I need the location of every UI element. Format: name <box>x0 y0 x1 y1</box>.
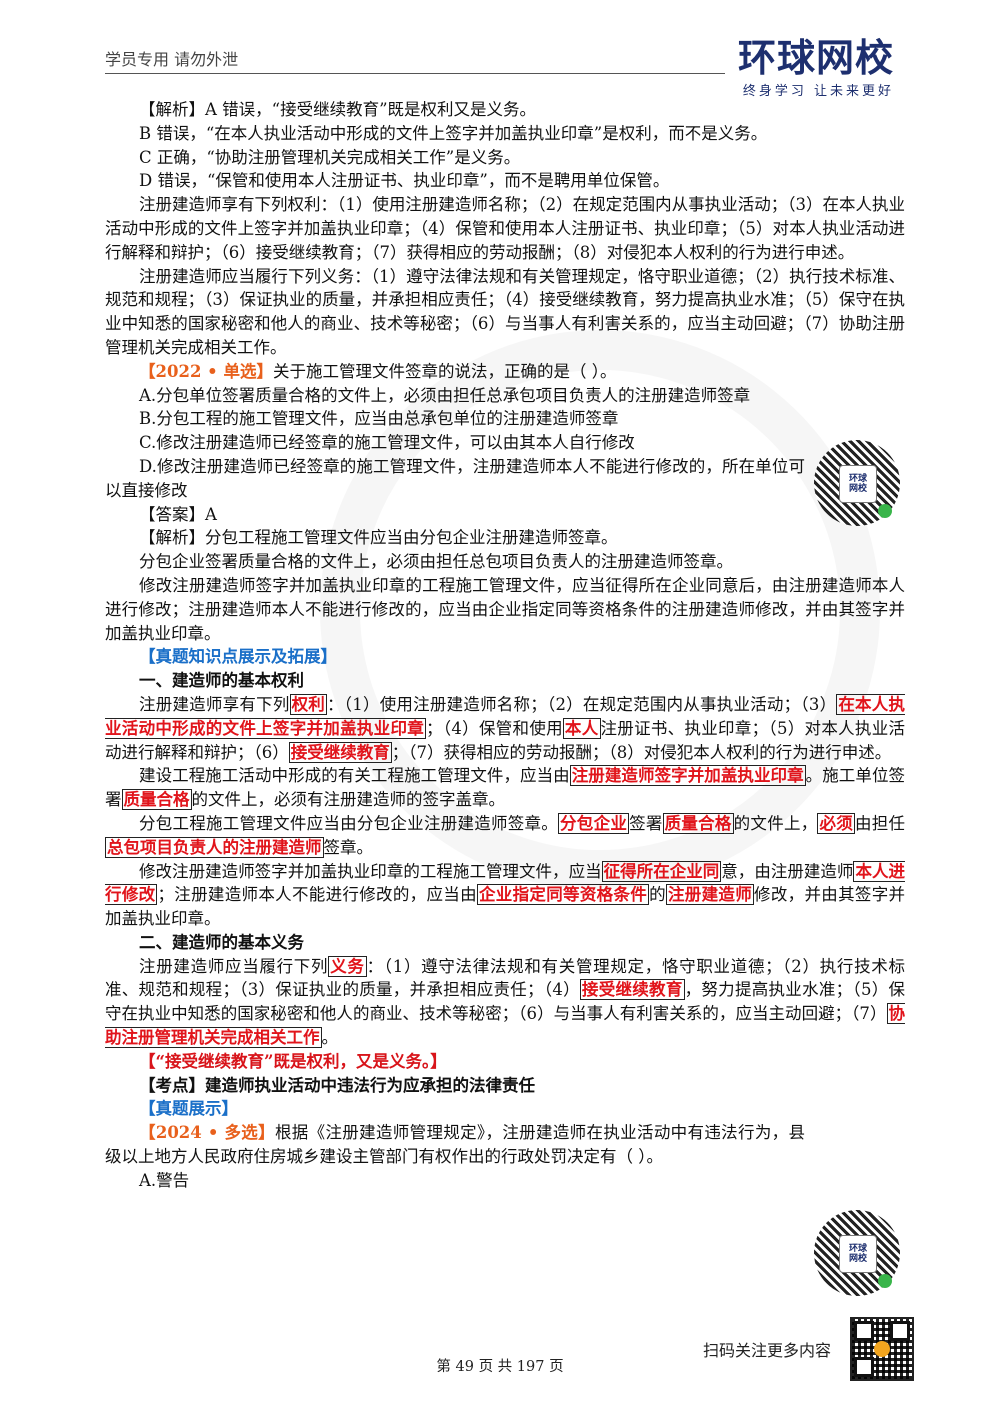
mini-program-qr-code[interactable]: 环球 网校 <box>814 1210 900 1296</box>
paragraph: 【解析】A 错误，“接受继续教育”既是权利又是义务。 <box>139 100 537 119</box>
subcontract-paragraph: 分包工程施工管理文件应当由分包企业注册建造师签章。分包企业签署质量合格的文件上，… <box>105 812 905 860</box>
highlight-box: 权利 <box>289 693 328 715</box>
brand-logo: 环球网校 终身学习 让未来更好 <box>738 38 894 99</box>
text: 的 <box>649 885 666 905</box>
paragraph: B 错误，“在本人执业活动中形成的文件上签字并加盖执业印章”是权利，而不是义务。 <box>139 123 768 143</box>
real-question-heading: 【真题展示】 <box>139 1099 238 1119</box>
paragraph: D 错误，“保管和使用本人注册证书、执业印章”，而不是聘用单位保管。 <box>139 171 670 191</box>
highlight-box: 质量合格 <box>662 812 734 834</box>
paragraph: 注册建造师应当履行下列义务：（1）遵守法律法规和有关管理规定，恪守职业道德；（2… <box>105 266 905 357</box>
text: ；（7）获得相应的劳动报酬；（8）对侵犯本人权利的行为进行申述。 <box>391 742 892 762</box>
page-number: 第 49 页 共 197 页 <box>436 1359 564 1375</box>
text: 签署 <box>629 813 663 833</box>
rights-paragraph: 注册建造师享有下列权利：（1）使用注册建造师名称；（2）在规定范围内从事执业活动… <box>105 693 906 764</box>
text: ：（1）遵守法律法规和有关管理规定，恪守职业道德；（2）执行技术标准、规范和规程… <box>105 956 906 1000</box>
highlight-box: 在本人执业活动中形成的文件上签字并加盖执业印章 <box>105 693 906 739</box>
highlight-box: 总包项目负责人的注册建造师 <box>105 836 324 858</box>
qr-corner <box>890 1321 910 1341</box>
highlight-box: 协助注册管理机关完成相关工作 <box>105 1003 905 1049</box>
paragraph: C 正确，“协助注册管理机关完成相关工作”是义务。 <box>139 147 521 167</box>
scan-prompt: 扫码关注更多内容 <box>703 1341 832 1360</box>
explanation: 分包企业签署质量合格的文件上，必须由担任总包项目负责人的注册建造师签章。 <box>139 552 733 572</box>
highlight-box: 接受继续教育 <box>579 979 685 1001</box>
option-a: A.分包单位签署质量合格的文件上，必须由担任总承包项目负责人的注册建造师签章 <box>139 385 751 405</box>
text: 修改，并由其签字并加盖执业印章。 <box>105 885 906 929</box>
subheading-rights: 一、建造师的基本权利 <box>139 671 304 691</box>
text: ：（1）使用注册建造师名称；（2）在规定范围内从事执业活动；（3） <box>327 694 837 714</box>
qr-badge: 环球 网校 <box>839 1235 877 1273</box>
explanation: 修改注册建造师签字并加盖执业印章的工程施工管理文件，应当征得所在企业同意后，由注… <box>105 575 905 643</box>
qr-logo-icon <box>874 1341 890 1357</box>
key-note: 【“接受继续教育”既是权利，又是义务。】 <box>139 1051 447 1071</box>
qr-corner <box>854 1321 874 1341</box>
option-d: D.修改注册建造师已经签章的施工管理文件，注册建造师本人不能进行修改的，所在单位… <box>105 456 805 500</box>
answer: 【答案】A <box>139 504 217 524</box>
highlight-box: 本人 <box>562 717 601 739</box>
mini-program-qr-code[interactable]: 环球 网校 <box>814 440 900 526</box>
signing-paragraph: 建设工程施工活动中形成的有关工程施工管理文件，应当由注册建造师签字并加盖执业印章… <box>105 764 905 812</box>
question-2022: 【2022 • 单选】关于施工管理文件签章的说法，正确的是（ ）。 <box>105 360 905 384</box>
highlight-box: 分包企业 <box>558 812 630 834</box>
text: 注册建造师应当履行下列 <box>139 956 329 976</box>
highlight-box: 必须 <box>817 812 856 834</box>
question-2024: 【2024 • 多选】根据《注册建造师管理规定》，注册建造师在执业活动中有违法行… <box>105 1121 905 1169</box>
question-tag: 【2024 • 多选】 <box>139 1123 275 1143</box>
text: 签章。 <box>323 837 374 857</box>
text: 修改注册建造师签字并加盖执业印章的工程施工管理文件，应当 <box>139 861 602 881</box>
text: 注册建造师享有下列 <box>139 694 290 714</box>
header-notice: 学员专用 请勿外泄 <box>105 50 239 69</box>
qr-corner <box>854 1357 874 1377</box>
exam-point: 【考点】建造师执业活动中违法行为应承担的法律责任 <box>105 1074 905 1098</box>
highlight-box: 征得所在企业同 <box>601 860 722 882</box>
explanation: 【解析】分包工程施工管理文件应当由分包企业注册建造师签章。 <box>139 528 618 548</box>
highlight-box: 注册建造师签字并加盖执业印章 <box>569 765 806 787</box>
text: 的文件上，必须有注册建造师的签字盖章。 <box>191 790 506 810</box>
option-c: C.修改注册建造师已经签章的施工管理文件，可以由其本人自行修改 <box>139 433 635 453</box>
qr-badge: 环球 网校 <box>839 465 877 503</box>
text: 意，由注册建造师 <box>721 861 854 881</box>
text: 分包工程施工管理文件应当由分包企业注册建造师签章。 <box>139 813 559 833</box>
highlight-box: 接受继续教育 <box>288 741 392 763</box>
text: 【考点】 <box>139 1075 205 1095</box>
mini-program-icon <box>878 504 892 518</box>
text: ；注册建造师本人不能进行修改的，应当由 <box>157 885 477 905</box>
text: 建设工程施工活动中形成的有关工程施工管理文件，应当由 <box>139 766 570 786</box>
section-heading: 【真题知识点展示及拓展】 <box>139 647 337 667</box>
text: 。 <box>321 1028 339 1048</box>
logo-title: 环球网校 <box>738 36 895 80</box>
header-divider <box>105 73 725 74</box>
paragraph: 注册建造师享有下列权利：（1）使用注册建造师名称；（2）在规定范围内从事执业活动… <box>105 195 905 262</box>
text: 由担任 <box>855 813 906 833</box>
text: 。施工单位签署 <box>105 766 906 810</box>
mini-program-icon <box>878 1274 892 1288</box>
modify-paragraph: 修改注册建造师签字并加盖执业印章的工程施工管理文件，应当征得所在企业同意，由注册… <box>105 860 905 931</box>
highlight-box: 企业指定同等资格条件 <box>476 884 650 906</box>
question-stem: 根据《注册建造师管理规定》，注册建造师在执业活动中有违法行为，县级以上地方人民政… <box>105 1123 805 1167</box>
text: ，努力提高执业水准；（5）保守在执业中知悉的国家秘密和他人的商业、技术等秘密；（… <box>105 980 906 1024</box>
highlight-box: 注册建造师 <box>665 884 755 906</box>
highlight-box: 义务 <box>328 955 367 977</box>
logo-slogan: 终身学习 让未来更好 <box>742 84 895 99</box>
text: 建造师执业活动中违法行为应承担的法律责任 <box>205 1075 535 1095</box>
option-b: B.分包工程的施工管理文件，应当由总承包单位的注册建造师签章 <box>139 409 619 429</box>
text: ；（4）保管和使用 <box>426 718 563 738</box>
subheading-duties: 二、建造师的基本义务 <box>139 932 304 952</box>
option-a: A.警告 <box>139 1170 190 1190</box>
question-stem: 关于施工管理文件签章的说法，正确的是（ ）。 <box>272 361 617 381</box>
duties-paragraph: 注册建造师应当履行下列义务：（1）遵守法律法规和有关管理规定，恪守职业道德；（2… <box>105 955 905 1050</box>
question-tag: 【2022 • 单选】 <box>139 361 273 381</box>
text: 注册证书、执业印章；（5）对本人执业活动进行解释和辩护；（6） <box>105 718 906 762</box>
highlight-box: 本人进行修改 <box>105 860 906 906</box>
text: 的文件上， <box>733 813 818 833</box>
highlight-box: 质量合格 <box>121 789 192 811</box>
document-body: 【解析】A 错误，“接受继续教育”既是权利又是义务。 B 错误，“在本人执业活动… <box>105 98 905 1193</box>
follow-qr-code[interactable] <box>850 1317 914 1381</box>
